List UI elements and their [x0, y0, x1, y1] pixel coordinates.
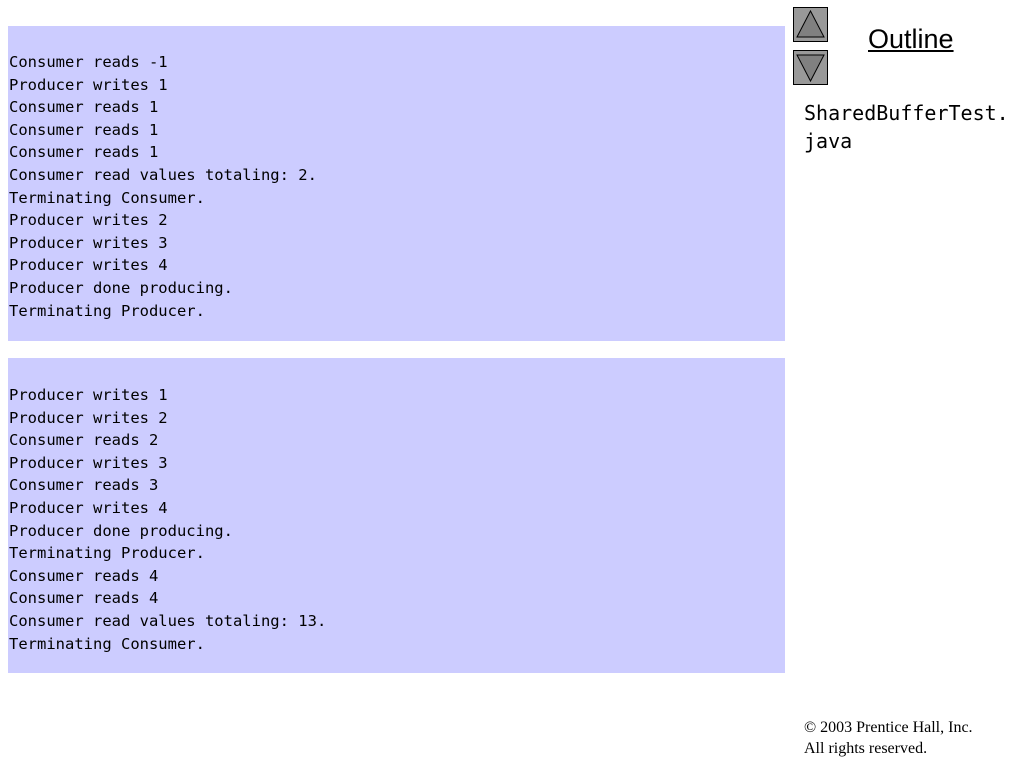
output-line: Producer writes 4 [9, 256, 168, 275]
output-line: Consumer reads 2 [9, 431, 159, 450]
output-panel-2: Producer writes 1 Producer writes 2 Cons… [8, 358, 785, 673]
triangle-down-icon [796, 54, 825, 83]
output-line: Terminating Producer. [9, 301, 205, 320]
output-line: Producer done producing. [9, 521, 233, 540]
output-panel-1: Consumer reads -1 Producer writes 1 Cons… [8, 26, 785, 341]
output-line: Terminating Producer. [9, 544, 205, 563]
output-line: Consumer reads 4 [9, 566, 159, 585]
output-line: Consumer reads 4 [9, 589, 159, 608]
previous-slide-button[interactable] [793, 7, 828, 42]
output-line: Producer writes 3 [9, 233, 168, 252]
output-line: Terminating Consumer. [9, 188, 205, 207]
output-line: Producer done producing. [9, 278, 233, 297]
output-line: Consumer reads 1 [9, 143, 159, 162]
file-name-label: SharedBufferTest.java [804, 101, 1009, 153]
output-line: Producer writes 1 [9, 75, 168, 94]
copyright-line-1: © 2003 Prentice Hall, Inc. [804, 719, 973, 736]
output-line: Consumer read values totaling: 13. [9, 611, 327, 630]
output-line: Consumer reads 1 [9, 120, 159, 139]
output-line: Consumer read values totaling: 2. [9, 165, 317, 184]
outline-link[interactable]: Outline [868, 24, 954, 54]
output-line: Producer writes 2 [9, 211, 168, 230]
output-line: Consumer reads 3 [9, 476, 159, 495]
copyright-notice: © 2003 Prentice Hall, Inc. All rights re… [804, 717, 973, 759]
output-line: Consumer reads -1 [9, 53, 168, 71]
output-line: Producer writes 1 [9, 386, 168, 404]
next-slide-button[interactable] [793, 50, 828, 85]
output-line: Producer writes 4 [9, 498, 168, 517]
copyright-line-2: All rights reserved. [804, 740, 928, 757]
output-line: Consumer reads 1 [9, 98, 159, 117]
triangle-up-icon [796, 9, 825, 38]
output-line: Terminating Consumer. [9, 634, 205, 653]
output-line: Producer writes 3 [9, 453, 168, 472]
output-line: Producer writes 2 [9, 408, 168, 427]
